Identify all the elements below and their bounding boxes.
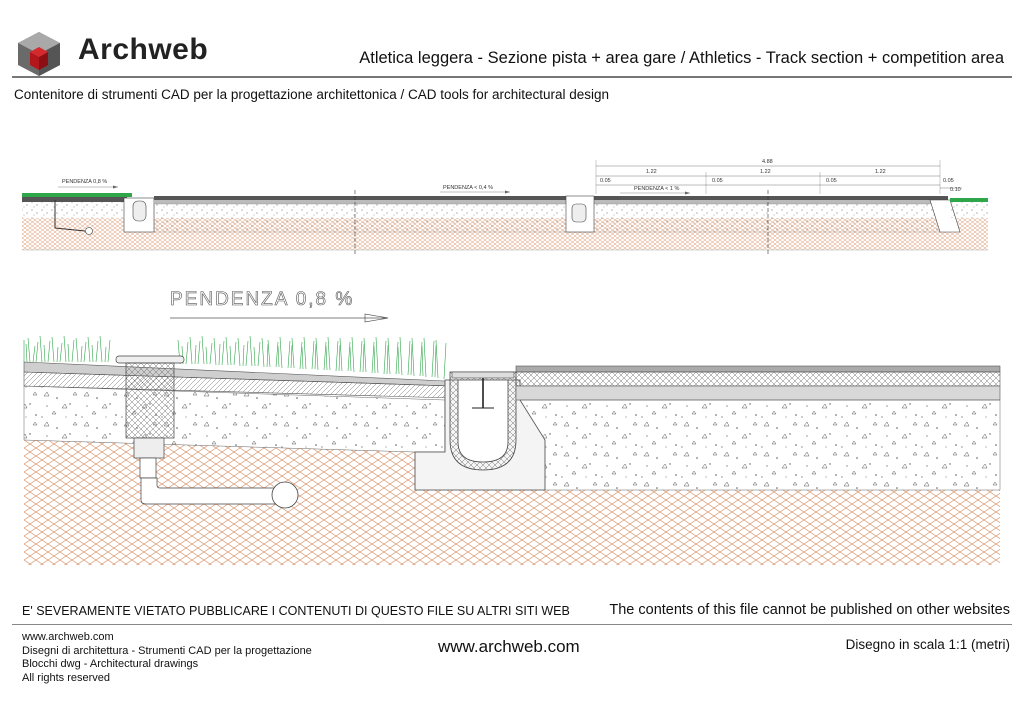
footer-divider — [12, 624, 1012, 625]
dim-gap-2: 0.05 — [712, 178, 723, 184]
footer-url[interactable]: www.archweb.com — [438, 637, 580, 656]
drawing-scale: Disegno in scala 1:1 (metri) — [845, 637, 1010, 652]
footer-info: www.archweb.com Disegni di architettura … — [22, 631, 312, 685]
overview-slope-left: PENDENZA 0,8 % — [62, 179, 107, 185]
dim-lane-1: 1.22 — [646, 169, 657, 175]
dim-total: 4.88 — [762, 159, 773, 165]
dim-gap-3: 0.05 — [826, 178, 837, 184]
dim-end: 0.10 — [950, 187, 961, 193]
notice-italian: E' SEVERAMENTE VIETATO PUBBLICARE I CONT… — [22, 604, 570, 618]
overview-labels: PENDENZA 0,8 % PENDENZA < 0,4 % PENDENZA… — [62, 159, 961, 193]
footer-line-3: Blocchi dwg - Architectural drawings — [22, 658, 199, 670]
detail-section: PENDENZA 0,8 % — [23, 289, 1001, 565]
detail-slope-label: PENDENZA 0,8 % — [170, 289, 354, 310]
footer-line-2: Disegni di architettura - Strumenti CAD … — [22, 644, 312, 657]
dim-lane-3: 1.22 — [875, 169, 886, 175]
overview-section — [22, 160, 988, 256]
dim-gap-4: 0.05 — [943, 178, 954, 184]
brand-name: Archweb — [78, 33, 209, 66]
dim-lane-2: 1.22 — [760, 169, 771, 175]
footer-line-4: All rights reserved — [22, 671, 111, 684]
dim-gap-1: 0.05 — [600, 178, 611, 184]
overview-slope-mid: PENDENZA < 0,4 % — [443, 185, 493, 191]
notice-english: The contents of this file cannot be publ… — [609, 602, 1010, 618]
overview-slope-right: PENDENZA < 1 % — [634, 186, 680, 192]
page-subtitle: Contenitore di strumenti CAD per la prog… — [14, 87, 610, 102]
footer-link-site[interactable]: www.archweb.com — [22, 631, 114, 643]
header-divider — [12, 76, 1012, 78]
page-title: Atletica leggera - Sezione pista + area … — [359, 49, 1004, 67]
